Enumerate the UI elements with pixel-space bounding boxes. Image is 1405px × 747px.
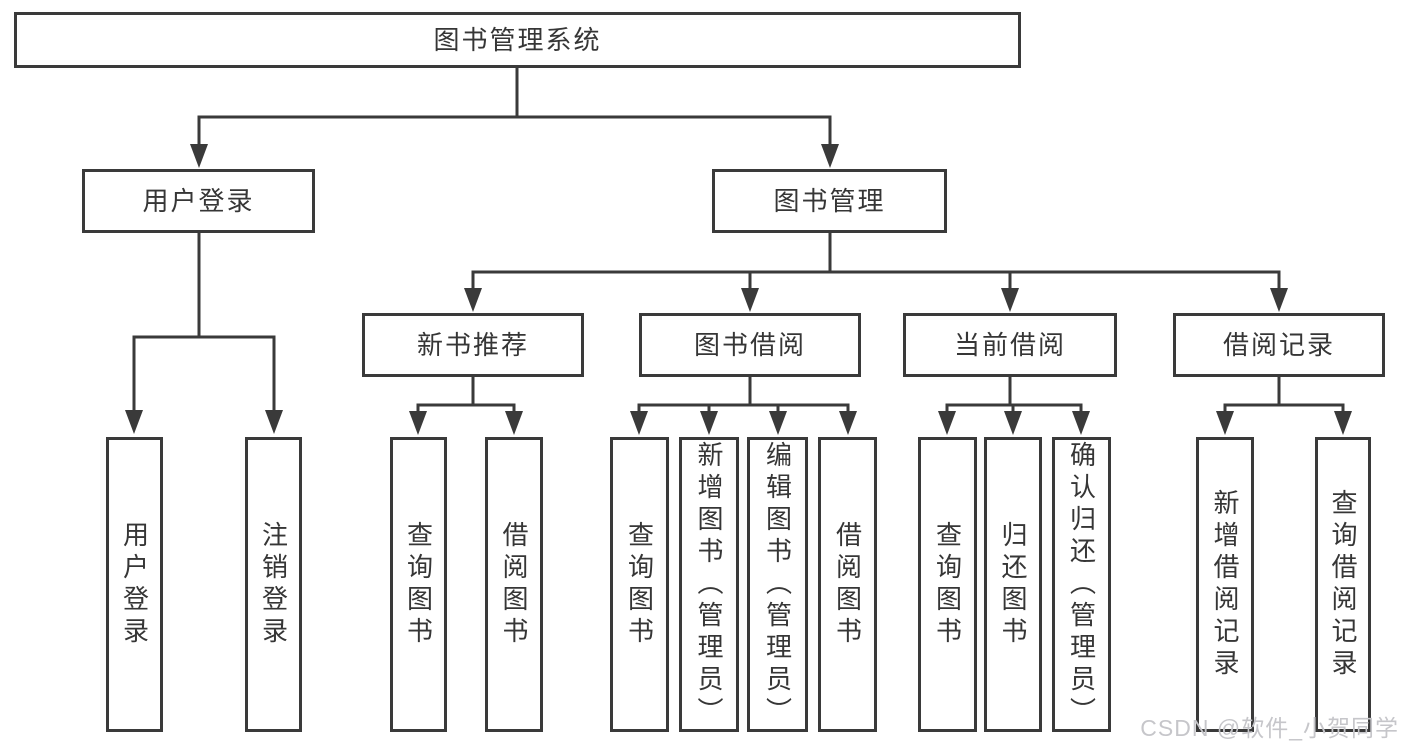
node-current-borrowing: 当前借阅 (903, 313, 1117, 377)
leaf-logout: 注销登录 (245, 437, 302, 732)
leaf-borrow-books-borrowing: 借阅图书 (818, 437, 877, 732)
node-library-management-system: 图书管理系统 (14, 12, 1021, 68)
leaf-query-books-current: 查询图书 (918, 437, 977, 732)
leaf-confirm-return-admin: 确认归还（管理员） (1052, 437, 1111, 732)
leaf-query-books-borrowing: 查询图书 (610, 437, 669, 732)
leaf-user-login: 用户登录 (106, 437, 163, 732)
watermark: CSDN @软件_小贺同学 (1140, 715, 1399, 741)
leaf-add-borrow-record: 新增借阅记录 (1196, 437, 1254, 732)
node-borrowing-records: 借阅记录 (1173, 313, 1385, 377)
leaf-query-borrow-record: 查询借阅记录 (1315, 437, 1371, 732)
leaf-query-books-recommend: 查询图书 (390, 437, 447, 732)
node-book-borrowing: 图书借阅 (639, 313, 861, 377)
leaf-edit-book-admin: 编辑图书（管理员） (747, 437, 808, 732)
node-new-book-recommendation: 新书推荐 (362, 313, 584, 377)
node-book-management: 图书管理 (712, 169, 947, 233)
leaf-add-book-admin: 新增图书（管理员） (679, 437, 739, 732)
leaf-borrow-books-recommend: 借阅图书 (485, 437, 543, 732)
node-user-login: 用户登录 (82, 169, 315, 233)
arrowheads (125, 144, 1352, 435)
leaf-return-book: 归还图书 (984, 437, 1042, 732)
